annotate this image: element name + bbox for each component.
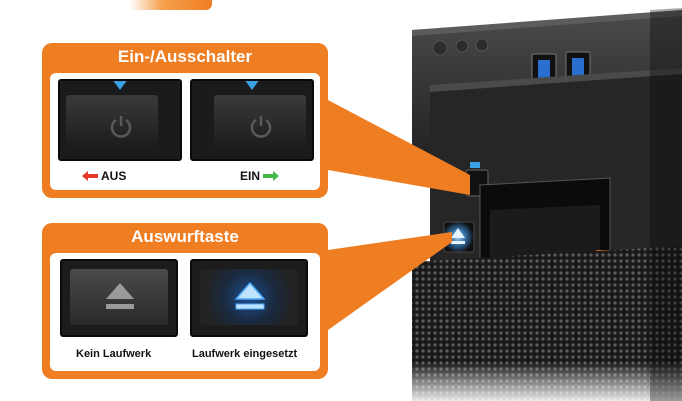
power-icon — [110, 116, 132, 138]
on-caption: EIN — [240, 169, 280, 183]
indicator-arrow-icon — [244, 81, 260, 90]
power-switch-off-image — [58, 79, 182, 161]
power-icon — [250, 116, 272, 138]
eject-button-no-drive-image — [60, 259, 178, 337]
no-drive-caption: Kein Laufwerk — [76, 348, 152, 360]
indicator-arrow-icon — [112, 81, 128, 90]
eject-button-drive-inserted-image — [190, 259, 308, 337]
power-switch-panel: AUS EIN — [50, 73, 320, 190]
power-switch-callout: Ein-/Ausschalter — [42, 43, 328, 198]
eject-icon — [234, 281, 266, 310]
off-caption: AUS — [82, 169, 126, 183]
top-orange-mark — [130, 0, 212, 10]
eject-button-title: Auswurftaste — [131, 227, 239, 246]
eject-icon — [106, 283, 134, 309]
arrow-right-icon — [263, 171, 280, 181]
eject-button-panel: Kein Laufwerk Laufwerk eingesetzt — [50, 253, 320, 371]
arrow-left-icon — [82, 171, 98, 181]
drive-inserted-caption: Laufwerk eingesetzt — [192, 348, 298, 360]
power-switch-on-image — [190, 79, 314, 161]
eject-button-callout: Auswurftaste Kein Laufwerk Laufwerk eing… — [42, 223, 328, 379]
power-switch-title: Ein-/Ausschalter — [117, 47, 253, 66]
